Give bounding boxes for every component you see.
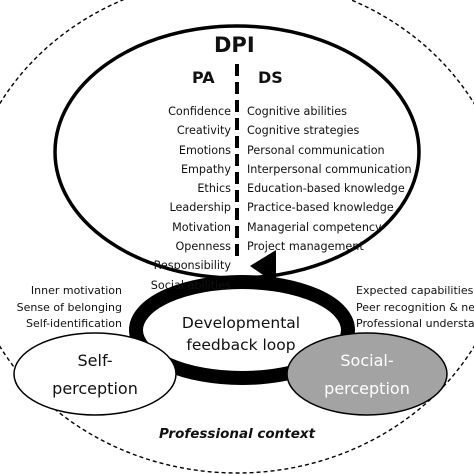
self-factor: Inner motivation [30, 284, 122, 297]
self-perception-line: Self- [77, 351, 113, 370]
feedback-loop-label: Developmental feedback loop [166, 312, 316, 356]
pa-item: Motivation [172, 220, 231, 234]
pa-item: Empathy [180, 162, 231, 176]
pa-item: Responsibility [153, 259, 231, 273]
pa-item: Leadership [169, 201, 232, 215]
social-factor: Expected capabilities [356, 284, 474, 297]
pa-heading: PA [192, 68, 215, 87]
self-factors: Inner motivation Sense of belonging Self… [17, 283, 122, 333]
social-perception-line: perception [324, 379, 410, 398]
pa-item: Openness [175, 240, 231, 254]
social-factor: Peer recognition & net [356, 300, 474, 314]
dpi-title: DPI [214, 33, 255, 57]
pa-item: Creativity [176, 124, 231, 138]
professional-context-label: Professional context [158, 426, 316, 442]
ds-item: Education-based knowledge [247, 182, 405, 196]
pa-list: Confidence Creativity Emotions Empathy E… [151, 102, 231, 295]
ds-item: Practice-based knowledge [247, 201, 394, 215]
social-factors: Expected capabilities Peer recognition &… [356, 283, 474, 333]
feedback-loop-line: feedback loop [186, 336, 296, 354]
feedback-loop-line: Developmental [181, 314, 301, 332]
ds-list: Cognitive abilities Cognitive strategies… [247, 102, 412, 256]
social-perception-ellipse [286, 332, 448, 416]
ds-item: Personal communication [247, 143, 385, 157]
pa-item: Confidence [168, 105, 231, 118]
social-perception-label: Social- perception [302, 347, 432, 403]
social-factor: Professional understan [356, 317, 474, 330]
feedback-loop-ring [129, 275, 355, 385]
pa-item: Social abilities [150, 278, 231, 292]
social-perception-line: Social- [340, 351, 394, 370]
self-perception-line: perception [52, 379, 138, 398]
self-perception-label: Self- perception [30, 347, 160, 403]
ds-item: Interpersonal communication [247, 162, 412, 176]
ds-item: Managerial competency [247, 220, 382, 234]
self-perception-ellipse [13, 332, 177, 416]
pa-item: Emotions [178, 143, 231, 157]
ds-heading: DS [258, 68, 283, 87]
ds-item: Project management [247, 240, 364, 254]
feedback-arrow-head [250, 250, 276, 284]
ds-item: Cognitive strategies [247, 124, 360, 138]
self-factor: Sense of belonging [16, 300, 122, 314]
pa-item: Ethics [197, 182, 231, 196]
self-factor: Self-identification [26, 317, 122, 330]
ds-item: Cognitive abilities [247, 105, 347, 118]
